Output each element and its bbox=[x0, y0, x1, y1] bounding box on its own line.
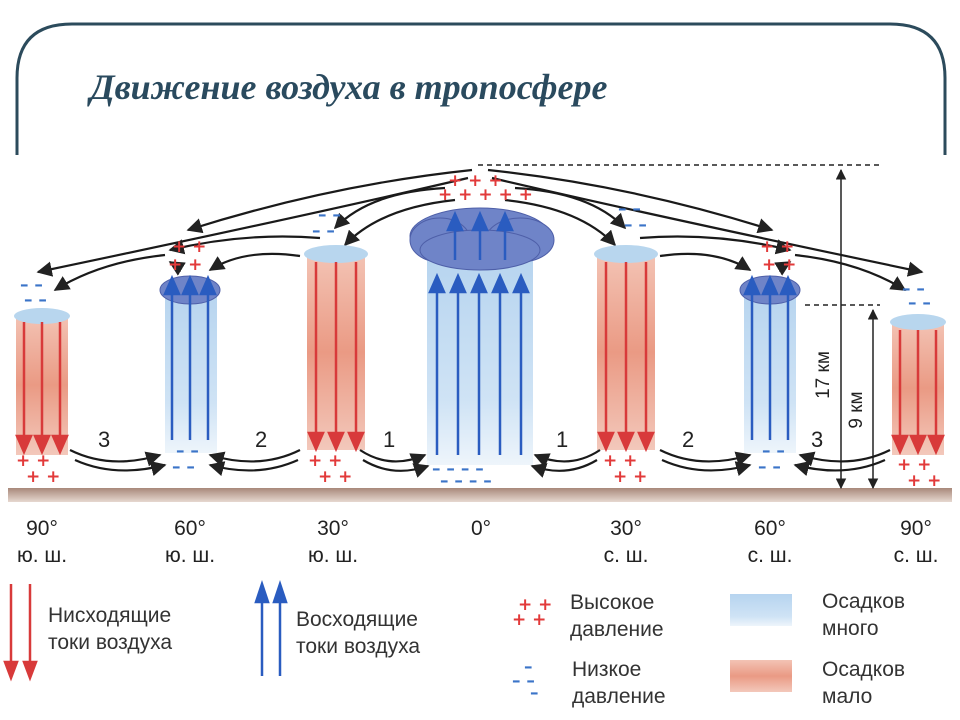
latitude-deg: 60° bbox=[174, 517, 206, 540]
svg-text:+ +: + + bbox=[16, 451, 50, 471]
legend-descending-line1: Нисходящие bbox=[48, 604, 171, 627]
height-label-17km: 17 км bbox=[813, 351, 834, 399]
svg-text:– –: – – bbox=[618, 199, 641, 219]
svg-text:– –: – – bbox=[172, 457, 195, 477]
legend-low-line1: Низкое bbox=[572, 658, 641, 681]
svg-text:– –: – – bbox=[902, 279, 925, 299]
svg-text:– –: – – bbox=[762, 441, 785, 461]
svg-text:– –: – – bbox=[20, 275, 43, 295]
arrow-up-icon bbox=[254, 580, 288, 676]
cell-number: 3 bbox=[98, 427, 110, 452]
title-frame bbox=[15, 22, 947, 155]
cell-number: 2 bbox=[255, 427, 267, 452]
legend-low-line2: давление bbox=[572, 685, 666, 708]
svg-text:– –: – – bbox=[318, 205, 341, 225]
plus-icon: + ++ + bbox=[512, 595, 552, 630]
legend-ascending-line1: Восходящие bbox=[296, 608, 418, 631]
svg-text:– –: – – bbox=[758, 457, 781, 477]
latitude-deg: 30° bbox=[317, 517, 349, 540]
svg-text:+ +: + + bbox=[760, 237, 794, 257]
legend-much-line2: много bbox=[822, 617, 879, 640]
svg-text:– –: – – bbox=[312, 221, 335, 241]
latitude-deg: 0° bbox=[471, 517, 491, 540]
ground bbox=[8, 488, 952, 502]
svg-text:+ +: + + bbox=[613, 467, 647, 487]
latitude-hemi: ю. ш. bbox=[165, 544, 215, 567]
svg-text:+ +: + + bbox=[907, 471, 941, 491]
svg-text:+ +: + + bbox=[172, 237, 206, 257]
legend: Нисходящие токи воздуха Восходящие токи … bbox=[3, 580, 905, 708]
plus-icon: + ++ + + ++ + + ++ + + ++ + + ++ + + ++ … bbox=[16, 171, 941, 491]
svg-text:– –: – – bbox=[624, 215, 647, 235]
minus-icon: – –– – – –– – – –– – – –– – – –– – – –– … bbox=[20, 199, 931, 491]
latitude-hemi: с. ш. bbox=[604, 544, 649, 567]
cell-number: 3 bbox=[811, 427, 823, 452]
svg-text:–: – bbox=[524, 657, 533, 677]
legend-high-line1: Высокое bbox=[570, 591, 654, 614]
svg-text:– –: – – bbox=[908, 293, 931, 313]
descending-arrows bbox=[15, 262, 945, 456]
ascending-arrows bbox=[163, 210, 797, 455]
svg-text:+ +: + + bbox=[762, 255, 796, 275]
latitude-hemi: с. ш. bbox=[748, 544, 793, 567]
latitude-hemi: ю. ш. bbox=[308, 544, 358, 567]
legend-little-line2: мало bbox=[822, 685, 872, 708]
svg-text:+ + + + +: + + + + + bbox=[438, 185, 533, 205]
svg-text:+ +: + + bbox=[168, 255, 202, 275]
legend-little-line1: Осадков bbox=[822, 658, 905, 681]
svg-text:–: – bbox=[530, 683, 539, 703]
latitude-hemi: ю. ш. bbox=[17, 544, 67, 567]
legend-ascending-line2: токи воздуха bbox=[296, 635, 420, 658]
svg-text:+ + +: + + + bbox=[448, 171, 503, 191]
cell-numbers: 3 2 1 1 2 3 bbox=[98, 427, 823, 452]
svg-text:– –: – – bbox=[176, 441, 199, 461]
svg-text:+ +: + + bbox=[512, 610, 546, 630]
latitude-labels: 90° ю. ш. 60° ю. ш. 30° ю. ш. 0° 30° с. … bbox=[17, 517, 938, 567]
legend-much-precip-swatch bbox=[730, 594, 792, 626]
legend-descending-line2: токи воздуха bbox=[48, 631, 172, 654]
svg-text:+ +: + + bbox=[897, 455, 931, 475]
svg-text:– –: – – bbox=[24, 290, 47, 310]
page-title: Движение воздуха в тропосфере bbox=[87, 67, 608, 107]
height-label-9km: 9 км bbox=[846, 391, 867, 428]
latitude-deg: 90° bbox=[26, 517, 58, 540]
cell-number: 2 bbox=[682, 427, 694, 452]
svg-text:– – – –: – – – – bbox=[432, 459, 484, 479]
cell-number: 1 bbox=[383, 427, 395, 452]
legend-high-line2: давление bbox=[570, 618, 664, 641]
latitude-deg: 30° bbox=[610, 517, 642, 540]
latitude-hemi: с. ш. bbox=[894, 544, 939, 567]
minus-icon: – – – – bbox=[512, 657, 539, 703]
svg-text:+ +: + + bbox=[518, 595, 552, 615]
legend-little-precip-swatch bbox=[730, 660, 792, 692]
surface-air-flow bbox=[69, 449, 891, 478]
upper-air-flow bbox=[36, 168, 924, 291]
svg-text:+ +: + + bbox=[26, 467, 60, 487]
svg-text:+ +: + + bbox=[603, 451, 637, 471]
legend-much-line1: Осадков bbox=[822, 590, 905, 613]
svg-text:+ +: + + bbox=[318, 467, 352, 487]
svg-text:+ +: + + bbox=[308, 451, 342, 471]
cell-number: 1 bbox=[556, 427, 568, 452]
arrow-down-icon bbox=[3, 584, 38, 682]
latitude-deg: 60° bbox=[754, 517, 786, 540]
svg-text:– –: – – bbox=[512, 671, 535, 691]
height-scale bbox=[478, 164, 880, 490]
svg-text:– – – –: – – – – bbox=[440, 471, 492, 491]
latitude-deg: 90° bbox=[900, 517, 932, 540]
